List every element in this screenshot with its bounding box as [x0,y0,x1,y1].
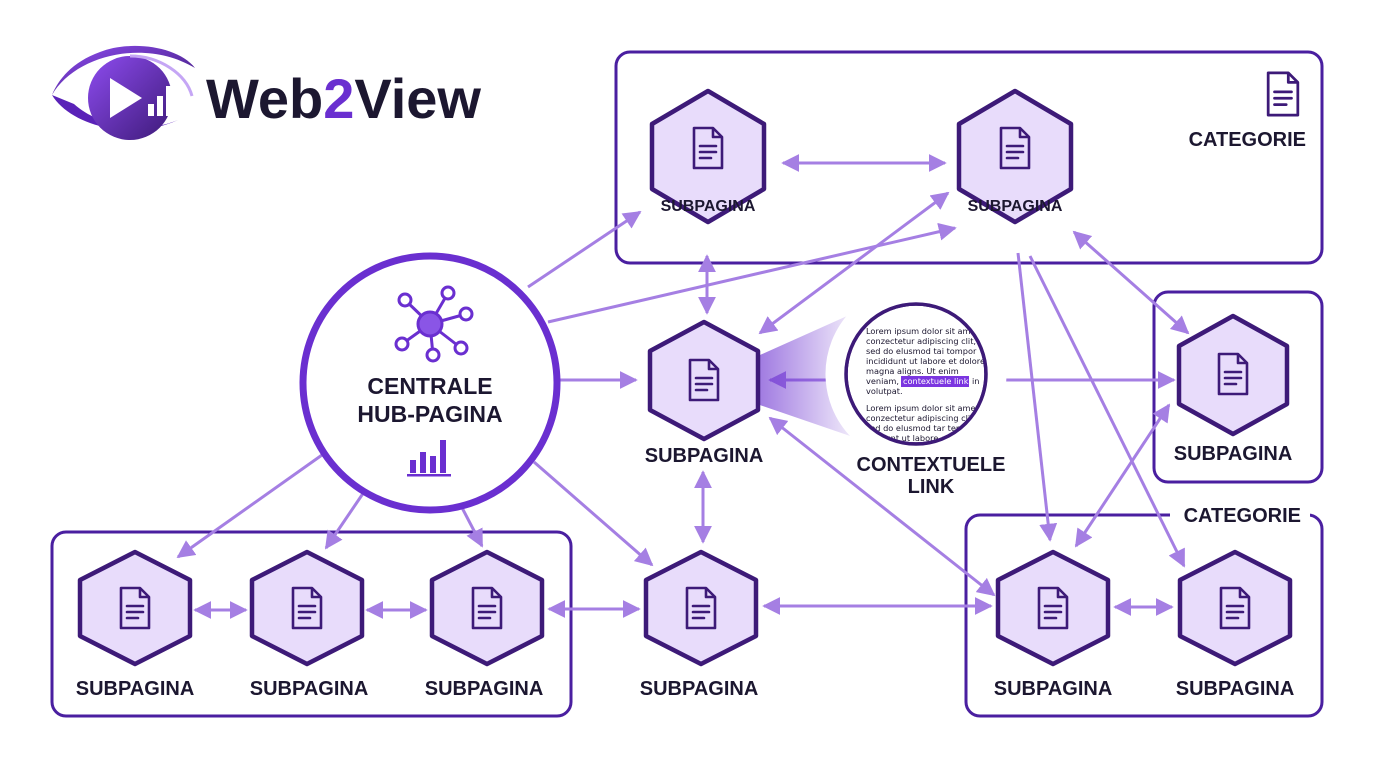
play-icon [110,78,142,118]
subpage-label: SUBPAGINA [425,678,544,700]
arrow-top-right-to-bottom-right-2 [1028,255,1186,568]
subpage-node-bottom-2[interactable]: SUBPAGINA [250,549,369,700]
bar-chart-icon [407,440,451,477]
category-icon [1266,71,1300,117]
subpage-label: SUBPAGINA [994,678,1113,700]
lorem-suffix: in [972,376,979,386]
lorem-line-3: sed do elusmod tai tompor [866,346,977,356]
category-box-right [1152,290,1324,484]
lorem-line-1: Lorem ipsum dolor sit amet, [866,326,981,336]
subpage-node-bottom-right-2[interactable]: SUBPAGINA [1176,549,1295,700]
arrow-top-right-to-middle [758,191,950,335]
lorem-line-9: incidunt ut labore et u [866,433,957,443]
magnifier-edge-mask [825,283,1007,465]
arrow-hub-to-bottom-4 [533,460,654,567]
contextual-link-highlight[interactable]: contextuele link [903,376,969,386]
magnifier-ring [844,302,988,446]
lorem-line-after: volutpat. [866,386,903,396]
arrow-top-right-to-bottom-right-1 [1016,252,1058,542]
contextual-label-line2: LINK [908,476,955,498]
subpage-label: SUBPAGINA [250,678,369,700]
subpage-label: SUBPAGINA [76,678,195,700]
highlight-box [901,376,969,387]
subpage-node-top-left[interactable]: SUBPAGINA [649,88,767,225]
lorem-line-2: conzectetur adipiscing clit, [866,336,976,346]
subpage-node-top-right[interactable]: SUBPAGINA [956,88,1074,225]
subpage-label: SUBPAGINA [1176,678,1295,700]
lorem-line-5: magna aligns. Ut enim [866,366,959,376]
arrow-right-to-bottom-right-1 [1074,403,1171,548]
lorem-line-8: sed do elusmod tar temper [866,423,978,433]
category-box-bottom-left [50,530,573,718]
hub-title-line1: CENTRALE [367,373,492,399]
brand-part-view: View [354,67,481,130]
subpage-node-right[interactable]: SUBPAGINA [1174,313,1293,465]
subpage-node-bottom-3[interactable]: SUBPAGINA [425,549,545,700]
lorem-prefix: veniam, [866,376,899,386]
brand-part-2: 2 [323,67,354,130]
lorem-line-7: conzectetur adipiscing clit, [866,413,976,423]
arrow-hub-to-bottom-2 [324,491,366,550]
subpage-label: SUBPAGINA [640,678,759,700]
arrow-hub-to-top-left [527,210,642,289]
contextual-link-beam [722,312,856,438]
subpage-label: SUBPAGINA [661,198,756,215]
category-label-gap [1170,504,1310,526]
subpage-node-bottom-4[interactable]: SUBPAGINA [640,549,759,700]
central-hub[interactable]: CENTRALE HUB-PAGINA [299,252,561,514]
arrow-top-right-to-right [1072,230,1190,335]
hub-title-line2: HUB-PAGINA [357,401,502,427]
web2view-logo [52,45,195,140]
subpage-label: SUBPAGINA [1174,443,1293,465]
subpage-label: SUBPAGINA [645,445,764,467]
category-label-bottom: CATEGORIE [1184,505,1301,527]
brand-part-web: Web [206,67,323,130]
lorem-line-4: incididunt ut labore et dolore [866,356,985,366]
contextual-label-line1: CONTEXTUELE [857,454,1006,476]
subpage-node-bottom-right-1[interactable]: SUBPAGINA [994,549,1113,700]
arrow-hub-to-bottom-1 [176,453,323,559]
category-box-top [614,50,1324,265]
subpage-node-bottom-1[interactable]: SUBPAGINA [76,549,195,700]
network-icon [394,285,474,363]
subpage-label: SUBPAGINA [968,198,1063,215]
arrow-middle-to-bottom-right-1 [768,416,996,597]
category-label-top: CATEGORIE [1189,129,1306,151]
lorem-line-6: Lorem ipsum dolor sit amet, [866,403,981,413]
subpage-node-middle[interactable]: SUBPAGINA [645,319,764,467]
brand-name: Web2View [206,67,481,130]
logo-bar-chart-icon [148,86,172,116]
